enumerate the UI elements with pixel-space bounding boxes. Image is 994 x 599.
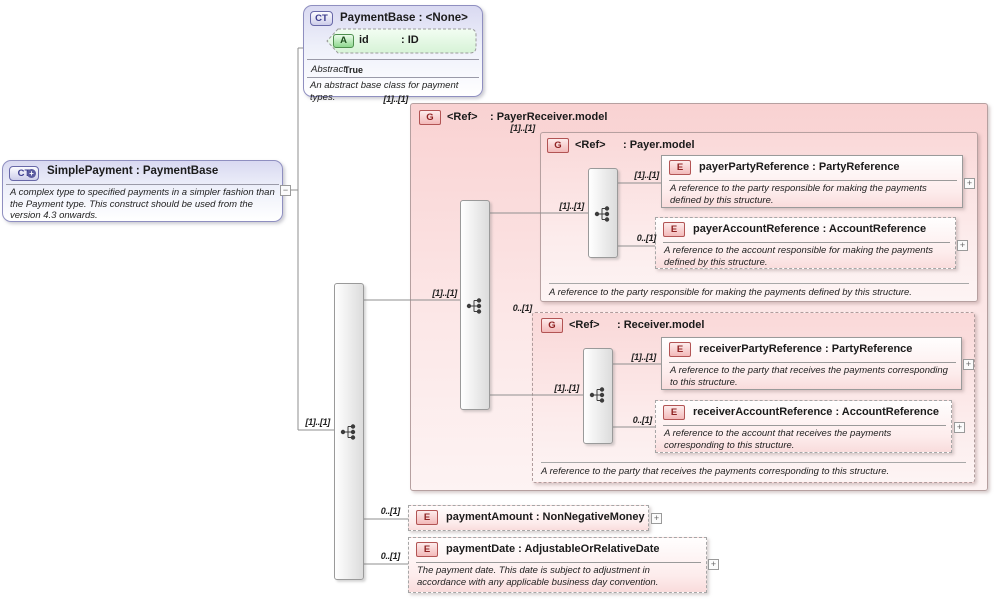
divider	[549, 283, 969, 284]
divider	[6, 184, 279, 185]
ct-badge: CT	[310, 11, 333, 26]
element-paymentamount[interactable]: E paymentAmount : NonNegativeMoney	[408, 505, 649, 531]
group-name: <Ref>	[447, 111, 478, 123]
box-annotation: An abstract base class for payment types…	[310, 80, 459, 103]
cardinality-label: [1]..[1]	[432, 288, 457, 298]
attribute-badge: A	[333, 34, 354, 48]
divider	[416, 562, 701, 563]
element-annotation: A reference to the party that receives t…	[670, 365, 948, 388]
attribute-type: : ID	[401, 34, 419, 46]
expand-toggle[interactable]: +	[708, 559, 719, 570]
element-paymentdate[interactable]: E paymentDate : AdjustableOrRelativeDate…	[408, 537, 707, 593]
cardinality-label: 0..[1]	[636, 233, 657, 243]
sequence-icon	[466, 298, 482, 314]
cardinality-label: 0..[1]	[380, 551, 401, 561]
ct-badge: CT +	[9, 166, 39, 181]
expand-toggle[interactable]: +	[963, 359, 974, 370]
cardinality-label: 0..[1]	[512, 303, 533, 313]
expand-toggle[interactable]: +	[957, 240, 968, 251]
divider	[663, 425, 946, 426]
element-annotation: A reference to the account responsible f…	[664, 245, 933, 268]
attribute-id[interactable]: A id : ID	[325, 28, 478, 54]
attribute-shape	[326, 28, 477, 54]
group-type: : Receiver.model	[617, 319, 705, 331]
group-type: : PayerReceiver.model	[490, 111, 608, 123]
element-title: receiverAccountReference : AccountRefere…	[693, 406, 939, 418]
divider	[663, 242, 950, 243]
cardinality-label: [1]..[1]	[305, 417, 330, 427]
complex-type-paymentbase[interactable]: CT PaymentBase : <None> A id : ID Abstra…	[303, 5, 483, 103]
element-badge: E	[669, 160, 691, 175]
element-payeraccountreference[interactable]: E payerAccountReference : AccountReferen…	[655, 217, 956, 269]
group-annotation: A reference to the party that receives t…	[541, 466, 890, 477]
complex-type-simplepayment[interactable]: CT + SimplePayment : PaymentBase A compl…	[2, 160, 283, 222]
divider	[541, 462, 966, 463]
divider	[669, 362, 956, 363]
element-receiverpartyreference[interactable]: E receiverPartyReference : PartyReferenc…	[661, 337, 962, 390]
expand-toggle[interactable]: +	[954, 422, 965, 433]
element-badge: E	[416, 542, 438, 557]
element-payerpartyreference[interactable]: E payerPartyReference : PartyReference A…	[661, 155, 963, 208]
element-receiveraccountreference[interactable]: E receiverAccountReference : AccountRefe…	[655, 400, 952, 453]
element-annotation: The payment date. This date is subject t…	[417, 565, 659, 588]
element-annotation: A reference to the account that receives…	[664, 428, 892, 451]
box-title: SimplePayment : PaymentBase	[47, 165, 219, 177]
collapse-toggle[interactable]: −	[280, 185, 291, 196]
divider	[307, 59, 479, 60]
group-type: : Payer.model	[623, 139, 695, 151]
derivation-plus-icon: +	[27, 169, 36, 178]
ct-badge-label: CT	[17, 168, 31, 179]
abstract-value: True	[344, 65, 364, 75]
element-badge: E	[416, 510, 438, 525]
element-title: receiverPartyReference : PartyReference	[699, 343, 913, 355]
sequence-icon	[340, 424, 356, 440]
cardinality-label: [1]..[1]	[554, 383, 579, 393]
group-badge: G	[541, 318, 563, 333]
element-title: paymentAmount : NonNegativeMoney	[446, 511, 645, 523]
divider	[669, 180, 957, 181]
element-title: payerPartyReference : PartyReference	[699, 161, 900, 173]
cardinality-label: 0..[1]	[632, 415, 653, 425]
group-badge: G	[419, 110, 441, 125]
cardinality-label: [1]..[1]	[510, 123, 535, 133]
expand-toggle[interactable]: +	[964, 178, 975, 189]
box-annotation: A complex type to specified payments in …	[10, 187, 275, 221]
group-name: <Ref>	[569, 319, 600, 331]
sequence-bar-payerreceiver[interactable]	[460, 200, 490, 410]
element-badge: E	[669, 342, 691, 357]
abstract-label: Abstract	[311, 64, 346, 75]
element-title: paymentDate : AdjustableOrRelativeDate	[446, 543, 660, 555]
divider	[307, 77, 479, 78]
group-badge: G	[547, 138, 569, 153]
element-annotation: A reference to the party responsible for…	[670, 183, 927, 206]
sequence-icon	[589, 387, 605, 403]
cardinality-label: [1]..[1]	[634, 170, 659, 180]
sequence-bar-payer[interactable]	[588, 168, 618, 258]
sequence-bar-receiver[interactable]	[583, 348, 613, 444]
element-badge: E	[663, 222, 685, 237]
attribute-name: id	[359, 34, 369, 46]
element-title: payerAccountReference : AccountReference	[693, 223, 927, 235]
expand-toggle[interactable]: +	[651, 513, 662, 524]
group-annotation: A reference to the party responsible for…	[549, 287, 912, 298]
cardinality-label: [1]..[1]	[631, 352, 656, 362]
box-title: PaymentBase : <None>	[340, 12, 468, 24]
cardinality-label: [1]..[1]	[383, 94, 408, 104]
cardinality-label: 0..[1]	[380, 506, 401, 516]
group-name: <Ref>	[575, 139, 606, 151]
element-badge: E	[663, 405, 685, 420]
sequence-icon	[594, 206, 610, 222]
cardinality-label: [1]..[1]	[559, 201, 584, 211]
